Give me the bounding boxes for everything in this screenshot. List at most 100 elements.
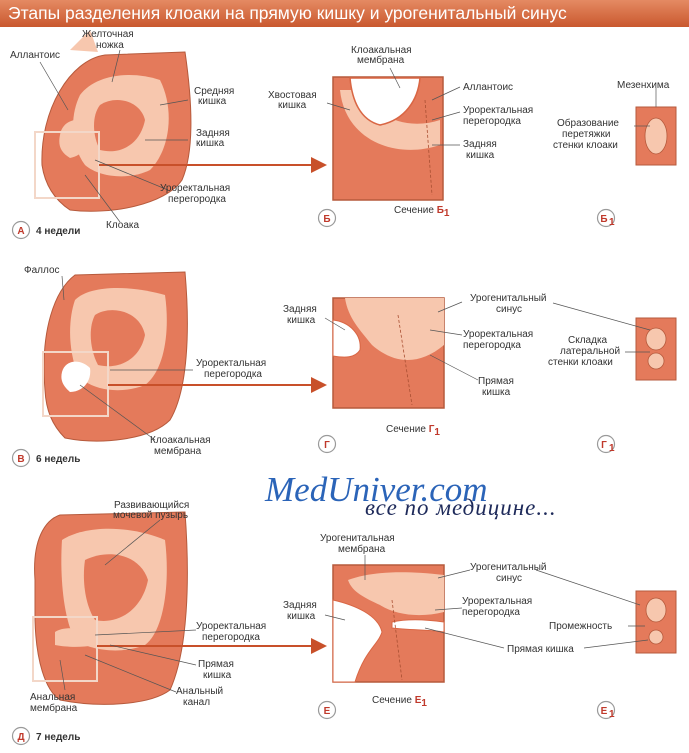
label-hindgut-g-1: Задняя xyxy=(283,304,317,315)
label-hindgut-2: кишка xyxy=(196,138,225,149)
label-allantois: Аллантоис xyxy=(10,50,60,61)
label-urorectal-septum-e-2: перегородка xyxy=(462,607,520,618)
panel-badges: А 4 недели Б Б 1 В 6 недель Г Г 1 Д xyxy=(11,208,616,746)
svg-text:Б: Б xyxy=(600,214,607,225)
badge-d: Д 7 недель xyxy=(11,726,80,746)
label-rectum-d-2: кишка xyxy=(203,670,232,681)
svg-text:Е: Е xyxy=(324,706,331,717)
label-midgut-2: кишка xyxy=(198,96,227,107)
badge-v: В 6 недель xyxy=(11,448,80,468)
label-urorectal-septum-v-1: Уроректальная xyxy=(196,358,266,369)
label-urorectal-septum-2: перегородка xyxy=(168,194,226,205)
label-anal-canal-1: Анальный xyxy=(176,686,223,697)
label-anal-canal-2: канал xyxy=(183,697,210,708)
label-rectum-g-2: кишка xyxy=(482,387,511,398)
label-urorectal-septum-1: Уроректальная xyxy=(160,183,230,194)
label-yolk-stalk-2: ножка xyxy=(96,40,124,51)
svg-text:Д: Д xyxy=(17,732,24,743)
label-rectum-e: Прямая кишка xyxy=(507,644,574,655)
svg-text:Г: Г xyxy=(324,440,330,451)
label-fold-2: латеральной xyxy=(560,346,620,357)
svg-text:А: А xyxy=(17,226,24,237)
label-urorectal-septum-g-2: перегородка xyxy=(463,340,521,351)
panel-e-enlarged xyxy=(332,564,445,683)
label-section-e1: Сечение Е1 xyxy=(372,695,427,709)
row2-labels: Фаллос Уроректальная перегородка Клоакал… xyxy=(24,265,620,457)
svg-text:1: 1 xyxy=(609,443,615,454)
label-anal-membrane-1: Анальная xyxy=(30,692,75,703)
badge-a: А 4 недели xyxy=(11,220,80,240)
label-urogenital-sinus-g-2: синус xyxy=(496,304,522,315)
label-urogenital-membrane-2: мембрана xyxy=(338,543,386,555)
badge-e1: Е 1 xyxy=(596,700,616,720)
panel-d-embryo-7-weeks xyxy=(32,511,188,705)
label-hindgut-e-1: Задняя xyxy=(283,600,317,611)
label-section-g1: Сечение Г1 xyxy=(386,424,440,438)
label-urorectal-septum-b-2: перегородка xyxy=(463,116,521,127)
label-bladder-1: Развивающийся xyxy=(114,500,189,511)
svg-text:В: В xyxy=(17,454,24,465)
label-urorectal-septum-e-1: Уроректальная xyxy=(462,596,532,607)
label-bladder-2: мочевой пузырь xyxy=(113,510,188,521)
watermark-site: MedUniver.com xyxy=(265,470,488,509)
label-rectum-g-1: Прямая xyxy=(478,376,514,387)
panel-v-embryo-6-weeks xyxy=(42,271,188,442)
label-cloacal-membrane-2: мембрана xyxy=(357,54,405,66)
focus-box-d xyxy=(32,616,98,682)
label-formation-3: стенки клоаки xyxy=(553,140,618,151)
label-fold-1: Складка xyxy=(568,335,608,346)
badge-e: Е xyxy=(317,700,337,720)
label-hindgut-g-2: кишка xyxy=(287,315,316,326)
label-urorectal-septum-b-1: Уроректальная xyxy=(463,105,533,116)
label-urogenital-sinus-g-1: Урогенитальный xyxy=(470,293,547,304)
svg-text:1: 1 xyxy=(609,709,615,720)
label-fold-3: стенки клоаки xyxy=(548,357,613,368)
label-formation-1: Образование xyxy=(557,117,619,129)
label-urorectal-septum-v-2: перегородка xyxy=(204,369,262,380)
label-cloacal-membrane-v-1: Клоакальная xyxy=(150,435,211,446)
label-urorectal-septum-d-2: перегородка xyxy=(202,632,260,643)
label-urorectal-septum-g-1: Уроректальная xyxy=(463,329,533,340)
label-cloacal-membrane-1: Клоакальная xyxy=(351,45,412,56)
label-anal-membrane-2: мембрана xyxy=(30,702,78,714)
panel-g1-section xyxy=(635,317,677,381)
svg-text:1: 1 xyxy=(609,217,615,228)
label-yolk-stalk-1: Желточная xyxy=(82,29,134,40)
panel-g-enlarged xyxy=(332,297,445,409)
badge-b: Б xyxy=(317,208,337,228)
badge-b1: Б 1 xyxy=(596,208,616,228)
age-7-weeks: 7 недель xyxy=(36,732,80,743)
label-perineum: Промежность xyxy=(549,621,612,632)
title-banner: Этапы разделения клоаки на прямую кишку … xyxy=(0,0,689,27)
label-urogenital-sinus-e-2: синус xyxy=(496,573,522,584)
svg-text:Г: Г xyxy=(601,440,607,451)
panel-b-enlarged xyxy=(332,76,444,201)
label-urogenital-membrane-1: Урогенитальная xyxy=(320,533,395,544)
row3-labels: Развивающийся мочевой пузырь Уроректальн… xyxy=(30,500,612,714)
badge-g1: Г 1 xyxy=(596,434,616,454)
row1-labels: Аллантоис Желточная ножка Средняя кишка … xyxy=(10,29,670,231)
age-6-weeks: 6 недель xyxy=(36,454,80,465)
badge-g: Г xyxy=(317,434,337,454)
page-title: Этапы разделения клоаки на прямую кишку … xyxy=(8,3,567,23)
label-hindgut-1: Задняя xyxy=(196,128,230,139)
label-rectum-d-1: Прямая xyxy=(198,659,234,670)
label-tail-gut-1: Хвостовая xyxy=(268,90,317,101)
label-midgut-1: Средняя xyxy=(194,86,234,97)
row2-leader-lines xyxy=(61,275,651,441)
label-hindgut-b-2: кишка xyxy=(466,150,495,161)
row1-leader-lines xyxy=(39,49,657,223)
label-phallus: Фаллос xyxy=(24,265,60,276)
label-hindgut-e-2: кишка xyxy=(287,611,316,622)
label-mesenchyme: Мезенхима xyxy=(617,80,670,91)
label-section-b1: Сечение Б1 xyxy=(394,205,450,219)
svg-text:Б: Б xyxy=(323,214,330,225)
label-cloacal-membrane-v-2: мембрана xyxy=(154,445,202,457)
svg-text:Е: Е xyxy=(601,706,608,717)
label-urogenital-sinus-e-1: Урогенитальный xyxy=(470,562,547,573)
label-allantois-b: Аллантоис xyxy=(463,82,513,93)
panel-a-embryo-4-weeks xyxy=(34,30,192,212)
label-tail-gut-2: кишка xyxy=(278,100,307,111)
watermark-tagline: все по медицине... xyxy=(365,495,557,520)
